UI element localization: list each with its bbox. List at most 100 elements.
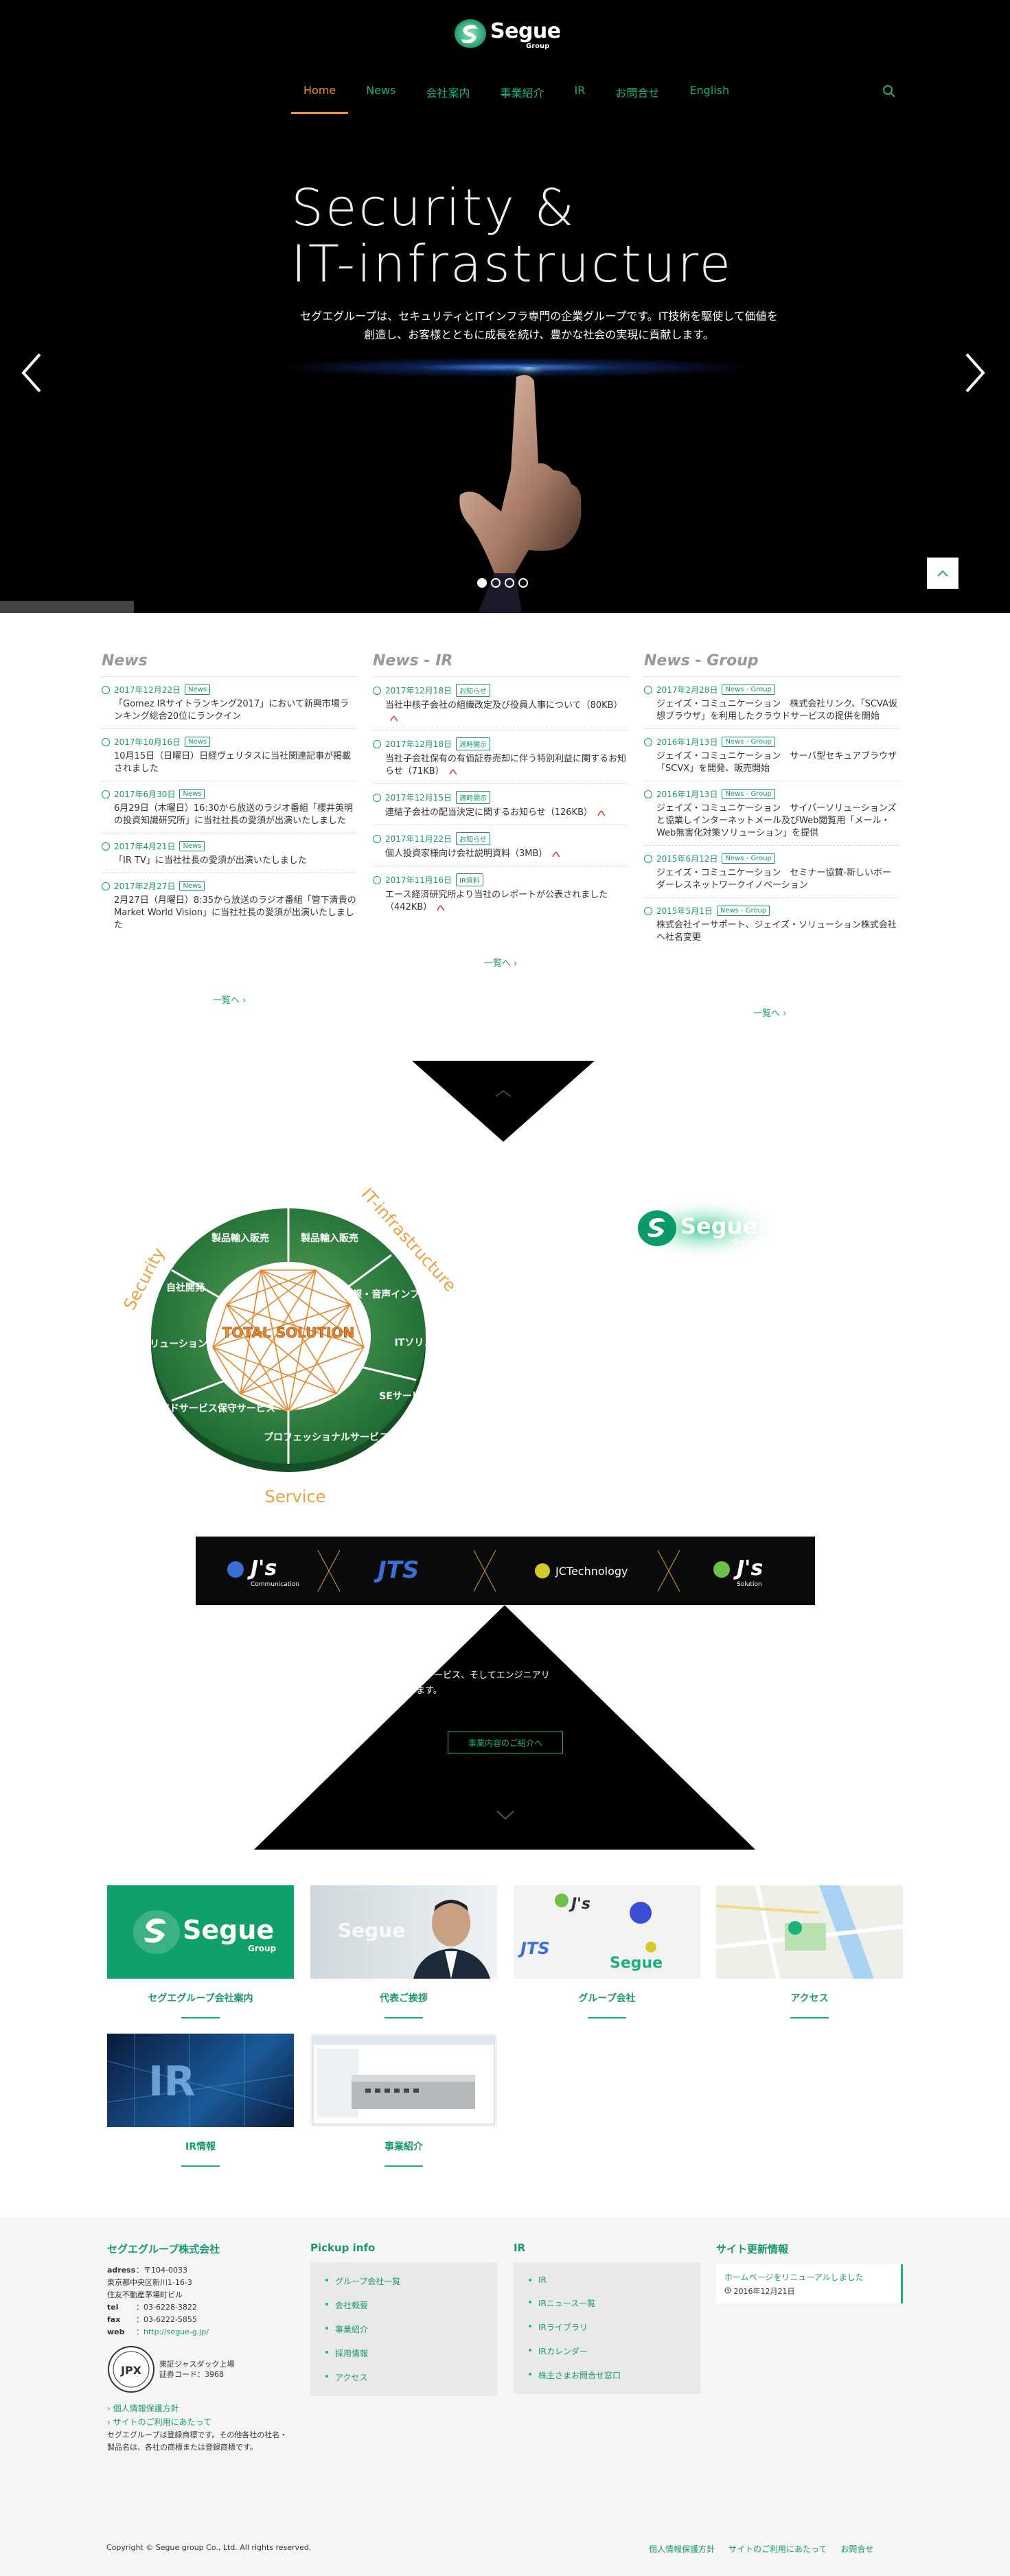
- news-title[interactable]: 「Gomez IRサイトランキング2017」において新興市場ランキング総合20位…: [114, 698, 357, 723]
- news-title[interactable]: ジェイズ・コミュニケーション サーバ型セキュアブラウザ「SCVX」を開発、販売開…: [656, 750, 899, 775]
- tile-ceo-message[interactable]: Segue 代表ご挨拶: [310, 1885, 497, 2019]
- news-list-item[interactable]: 2017年12月18日お知らせ当社中核子会社の組織改定及び役員人事について（80…: [373, 676, 628, 730]
- news-title[interactable]: 当社中核子会社の組織改定及び役員人事について（80KB）: [385, 700, 628, 724]
- web-link[interactable]: http://segue-g.jp/: [144, 2327, 209, 2336]
- nav-business[interactable]: 事業紹介: [500, 87, 544, 100]
- pickup-business-link[interactable]: 事業紹介: [310, 2317, 497, 2341]
- privacy-policy-link[interactable]: › 個人情報保護方針: [107, 2404, 179, 2413]
- news-list-item[interactable]: 2017年12月15日適時開示連結子会社の配当決定に関するお知らせ（126KB）: [373, 783, 628, 825]
- tile-company-profile[interactable]: Segue Group セグエグループ会社案内: [107, 1885, 294, 2019]
- slider-dot[interactable]: [505, 578, 514, 588]
- segue-logo[interactable]: Segue Group: [453, 15, 563, 54]
- ir-top-link[interactable]: IR: [514, 2269, 700, 2291]
- news-list-item[interactable]: 2017年12月18日適時開示当社子会社保有の有価証券売却に伴う特別利益に関する…: [373, 730, 628, 783]
- slider-next-arrow-icon[interactable]: [961, 349, 989, 397]
- ir-contact-link[interactable]: 株主さまお問合せ窓口: [514, 2363, 700, 2387]
- logo-sub: Group: [526, 43, 550, 50]
- nav-ir[interactable]: IR: [574, 84, 586, 97]
- slider-dot[interactable]: [477, 578, 487, 588]
- chevron-down-icon[interactable]: [496, 1810, 515, 1821]
- footer-updates-title: サイト更新情報: [716, 2243, 789, 2255]
- pickup-group-companies-link[interactable]: グループ会社一覧: [310, 2269, 497, 2293]
- slider-dot[interactable]: [491, 578, 501, 588]
- pdf-icon: [437, 905, 445, 911]
- clock-icon: [373, 739, 381, 748]
- services-text-line1: ・保守サービス、そしてエンジニアリ: [398, 1670, 550, 1681]
- bottom-contact-link[interactable]: お問合せ: [840, 2544, 874, 2554]
- news-title[interactable]: ジェイズ・コミュニケーション サイバーソリューションズと協業しインターネットメー…: [656, 803, 899, 840]
- news-category-badge: News - Group: [722, 685, 775, 695]
- services-button[interactable]: 事業内容のご紹介へ: [448, 1732, 563, 1753]
- news-title[interactable]: ジェイズ・コミュニケーション セミナー協賛-新しいボーダーレスネットワークイノベ…: [656, 867, 899, 892]
- update-entry[interactable]: ホームページをリニューアルしました 2016年12月21日: [716, 2264, 903, 2303]
- total-solution-diagram: TOTAL SOLUTION 製品輸入販売 製品輸入販売 情報・音声インフラ I…: [120, 1184, 460, 1506]
- news-category-badge: News: [179, 789, 205, 799]
- nav-home[interactable]: Home: [288, 74, 351, 114]
- segment-label-4: ITソリュー: [395, 1337, 444, 1348]
- pickup-company-overview-link[interactable]: 会社概要: [310, 2293, 497, 2317]
- jts-logo[interactable]: JTS: [374, 1556, 419, 1584]
- news-title[interactable]: ジェイズ・コミュニケーション 株式会社リンク、「SCVA仮想ブラウザ」を利用した…: [656, 698, 899, 723]
- news-title[interactable]: 株式会社イーサポート、ジェイズ・ソリューション株式会社へ社名変更: [656, 919, 899, 944]
- tile-ir-info[interactable]: IR IR情報: [107, 2034, 294, 2167]
- hero-title-line1: Security &: [291, 179, 577, 238]
- nav-contact[interactable]: お問合せ: [615, 87, 660, 100]
- back-to-top-button[interactable]: [927, 557, 959, 589]
- news-title[interactable]: 6月29日（木曜日）16:30から放送のラジオ番組「櫻井英明の投資知識研究所」に…: [114, 803, 357, 827]
- news-title[interactable]: 個人投資家様向け会社説明資料（3MB）: [385, 848, 628, 860]
- news-ir-more-label: 一覧へ: [484, 958, 512, 969]
- ir-news-link[interactable]: IRニュース一覧: [514, 2291, 700, 2315]
- pickup-recruit-link[interactable]: 採用情報: [310, 2341, 497, 2365]
- jctechnology-logo[interactable]: JCTechnology: [535, 1563, 628, 1578]
- news-title[interactable]: 10月15日（日曜日）日経ヴェリタスに当社関連記事が掲載されました: [114, 750, 357, 775]
- news-ir-more-link[interactable]: 一覧へ ›: [484, 958, 518, 969]
- bottom-privacy-link[interactable]: 個人情報保護方針: [649, 2544, 715, 2554]
- tile-group-companies[interactable]: J's JTS Segue グループ会社: [514, 1885, 700, 2019]
- hero-title-line2: IT-infrastructure: [291, 235, 733, 294]
- pickup-list: グループ会社一覧 会社概要 事業紹介 採用情報 アクセス: [310, 2262, 497, 2396]
- tile-business[interactable]: 事業紹介: [310, 2034, 497, 2167]
- ir-graphic-text: IR: [148, 2058, 196, 2106]
- chevron-up-icon: [937, 570, 948, 577]
- bottom-site-usage-link[interactable]: サイトのご利用にあたって: [728, 2544, 827, 2554]
- slider-prev-arrow-icon[interactable]: [18, 349, 45, 397]
- news-date: 2017年11月22日: [385, 834, 452, 844]
- news-group-more-link[interactable]: 一覧へ ›: [753, 1009, 787, 1019]
- nav-news[interactable]: News: [366, 84, 396, 97]
- site-usage-link[interactable]: › サイトのご利用にあたって: [107, 2417, 212, 2427]
- pickup-access-link[interactable]: アクセス: [310, 2365, 497, 2389]
- search-icon[interactable]: [882, 84, 897, 99]
- clock-icon: [102, 790, 110, 798]
- news-list-item[interactable]: 2017年11月22日お知らせ個人投資家様向け会社説明資料（3MB）: [373, 825, 628, 866]
- ir-calendar-link[interactable]: IRカレンダー: [514, 2339, 700, 2363]
- news-title[interactable]: 「IR TV」に当社社長の愛須が出演いたしました: [114, 855, 357, 867]
- news-title[interactable]: 連結子会社の配当決定に関するお知らせ（126KB）: [385, 807, 628, 819]
- tile-underline: [385, 2165, 423, 2167]
- news-more-link[interactable]: 一覧へ ›: [213, 996, 246, 1006]
- nav-company[interactable]: 会社案内: [426, 87, 470, 100]
- news-category-badge: 適時開示: [456, 791, 491, 804]
- tel-value: 03-6228-3822: [144, 2303, 197, 2312]
- js-communication-logo[interactable]: J's Communication: [227, 1556, 299, 1588]
- nav-english[interactable]: English: [689, 84, 730, 97]
- news-title[interactable]: 当社子会社保有の有価証券売却に伴う特別利益に関するお知らせ（71KB）: [385, 753, 628, 778]
- tile-access[interactable]: アクセス: [716, 1885, 903, 2019]
- ir-library-link[interactable]: IRライブラリ: [514, 2315, 700, 2339]
- news-title[interactable]: エース経済研究所より当社のレポートが公表されました（442KB）: [385, 889, 628, 914]
- news-title[interactable]: 2月27日（月曜日）8:35から放送のラジオ番組「管下清貴のMarket Wor…: [114, 895, 357, 932]
- js-solution-logo[interactable]: J's Solution: [713, 1556, 763, 1588]
- slider-dot[interactable]: [518, 578, 528, 588]
